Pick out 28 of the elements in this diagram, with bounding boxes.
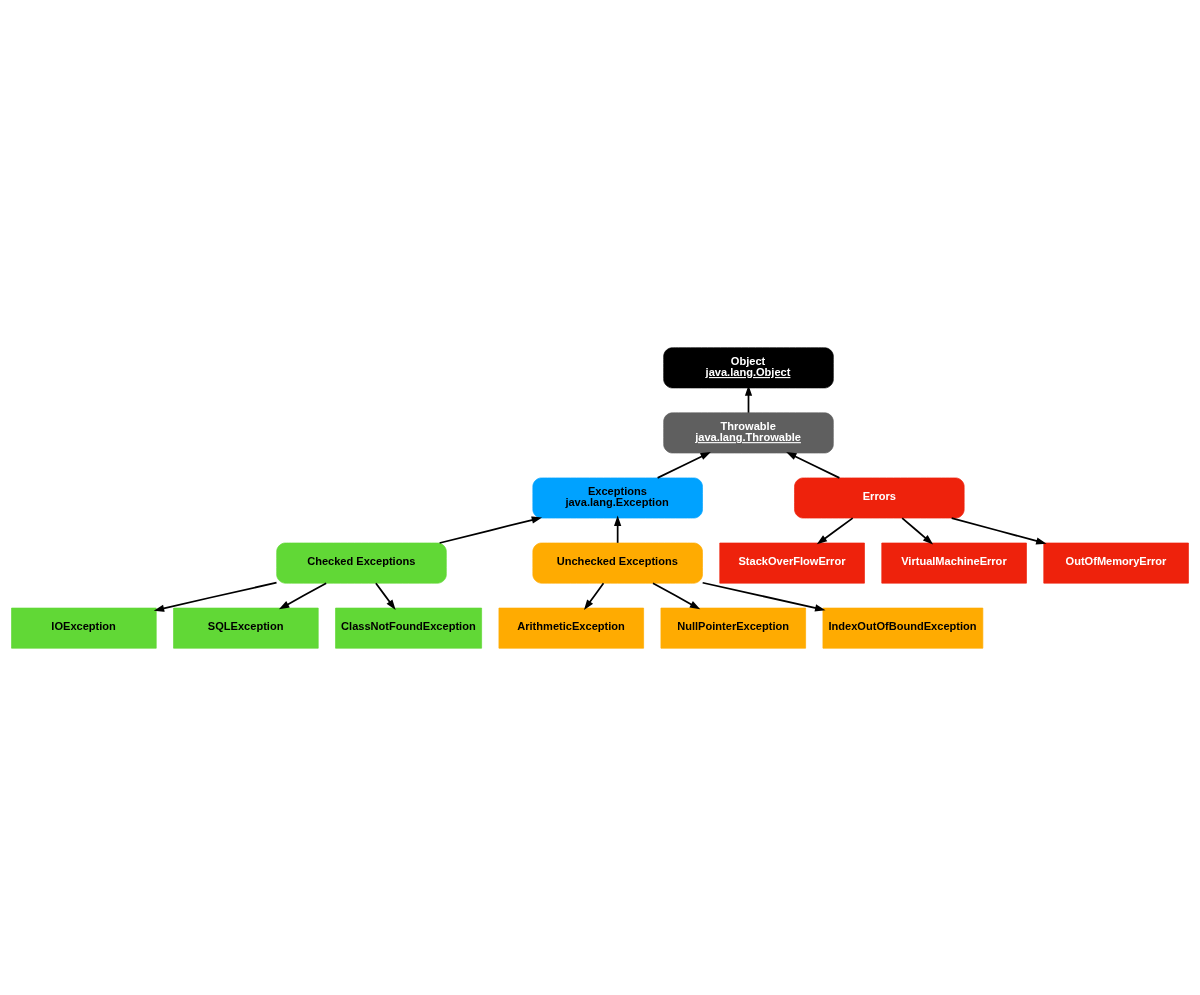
arrow	[656, 451, 711, 479]
arrow	[375, 581, 396, 610]
node-box: Throwable java.lang.Throwable	[663, 412, 834, 453]
arrow	[153, 581, 278, 612]
node-box: ClassNotFoundException	[335, 607, 482, 649]
arrow	[950, 516, 1047, 544]
arrow	[901, 516, 934, 545]
node-box: SQLException	[173, 607, 319, 649]
node-box: Exceptions java.lang.Exception	[532, 477, 703, 518]
node-box: NullPointerException	[660, 607, 806, 649]
node-box: Unchecked Exceptions	[532, 542, 703, 583]
node-box: ArithmeticException	[498, 607, 644, 649]
node-box: IndexOutOfBoundException	[822, 607, 984, 649]
node-box: Checked Exceptions	[276, 542, 447, 583]
node-box: OutOfMemoryError	[1043, 542, 1189, 583]
arrow	[583, 581, 605, 610]
arrow	[652, 581, 701, 609]
arrow	[278, 581, 328, 609]
node-box: IOException	[11, 607, 157, 649]
node-box: Object java.lang.Object	[663, 346, 834, 388]
node-box: StackOverFlowError	[719, 542, 865, 583]
arrow	[614, 515, 622, 544]
arrow	[786, 451, 841, 479]
arrow	[816, 516, 854, 544]
node-box: VirtualMachineError	[881, 542, 1027, 583]
arrow	[701, 581, 826, 611]
node-box: Errors	[794, 477, 965, 518]
arrow	[438, 515, 543, 544]
